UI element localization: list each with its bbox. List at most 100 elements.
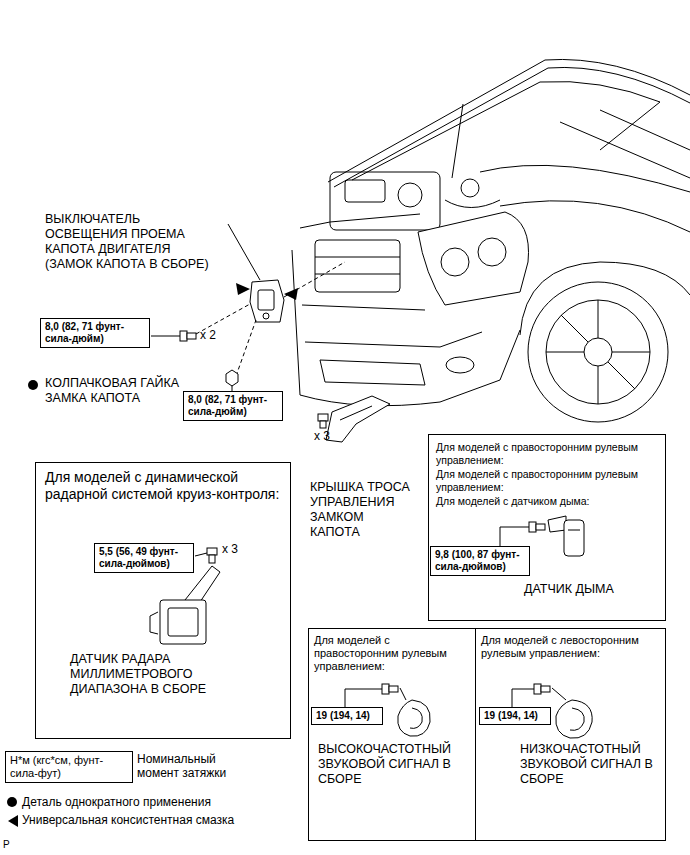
car-illustration	[546, 352, 584, 353]
radar-sensor	[168, 608, 198, 636]
car-illustration	[445, 200, 500, 208]
car-illustration	[612, 352, 650, 353]
single-use-dot	[28, 380, 38, 390]
torque-box: 19 (194, 14)	[479, 707, 551, 725]
car-illustration	[305, 332, 482, 347]
torque-box: 19 (194, 14)	[311, 707, 383, 725]
single-use-dot	[7, 797, 17, 807]
cable-cover	[326, 396, 390, 442]
horn	[398, 700, 430, 736]
dashed-assembly-line	[284, 262, 345, 297]
car-illustration	[398, 183, 422, 207]
car-illustration	[345, 180, 385, 202]
panel-heading: Для моделей с левосторонним рулевым упра…	[481, 634, 661, 660]
horn	[398, 688, 592, 738]
car-illustration	[561, 315, 588, 342]
bolt	[207, 548, 217, 555]
bolt	[382, 684, 389, 694]
bolt	[320, 421, 326, 428]
legend-entry: Деталь однократного применения	[22, 795, 211, 809]
car-illustration	[478, 238, 506, 266]
page-mark: P	[3, 839, 10, 851]
smoke-sensor	[548, 516, 584, 556]
cable-cover	[340, 406, 372, 420]
car-illustration	[328, 59, 690, 182]
legend-entry: Номинальный момент затяжки	[137, 752, 235, 781]
car-illustration	[334, 67, 690, 187]
legend-text: Деталь однократного применения	[22, 795, 211, 809]
part-name: НИЗКОЧАСТОТНЫЙ ЗВУКОВОЙ СИГНАЛ В СБОРЕ	[520, 742, 662, 787]
leader-line	[151, 336, 180, 337]
car-illustration	[330, 172, 440, 230]
car-illustration	[315, 274, 400, 275]
torque-value: 5,5 (56, 49 фунт-сила-дюймов)	[99, 546, 189, 570]
quantity: x 3	[222, 542, 238, 556]
radar-sensor	[150, 612, 158, 634]
car-illustration	[441, 248, 469, 276]
smoke-sensor	[548, 516, 566, 532]
torque-box: 8,0 (82, 71 фунт-сила-дюйм)	[183, 391, 283, 421]
car-illustration	[560, 122, 690, 178]
part-name: КРЫШКА ТРОСА УПРАВЛЕНИЯ ЗАМКОМ КАПОТА	[310, 480, 410, 540]
horn	[410, 708, 422, 728]
leader-line	[228, 224, 260, 280]
bolt	[187, 333, 196, 339]
cable-cover	[326, 396, 390, 442]
horn	[400, 688, 406, 700]
bolt	[536, 524, 545, 530]
radar-sensor	[160, 600, 206, 644]
car-illustration	[446, 357, 474, 373]
part-name: КОЛПАЧКОВАЯ ГАЙКА ЗАМКА КАПОТА	[45, 376, 180, 406]
car-illustration	[500, 201, 690, 232]
hood-lock	[263, 313, 269, 319]
smoke-sensor	[564, 520, 584, 556]
panel-heading: Для моделей с динамической радарной сист…	[45, 469, 287, 503]
horn	[552, 688, 566, 700]
torque-value: Н*м (кгс*см, фунт-сила-фут)	[10, 754, 128, 780]
legend-text: Номинальный момент затяжки	[137, 752, 226, 780]
leader-line	[512, 689, 534, 707]
torque-value: 8,0 (82, 71 фунт-сила-дюйм)	[188, 394, 278, 418]
car-illustration	[608, 362, 635, 389]
part-name: ДАТЧИК ДЫМА	[524, 582, 614, 597]
grease-arrow	[8, 815, 18, 827]
torque-value: 8,0 (82, 71 фунт-сила-дюйм)	[45, 321, 145, 345]
car-illustration	[461, 179, 479, 197]
car-illustration	[292, 250, 520, 406]
panel-heading: Для моделей с правосторонним рулевым упр…	[436, 441, 661, 466]
torque-value: 19 (194, 14)	[484, 710, 546, 722]
car-illustration	[598, 366, 599, 404]
car-illustration	[300, 214, 420, 228]
hood-lock	[250, 280, 284, 322]
cap-nut	[226, 370, 238, 386]
part-name: ВЫКЛЮЧАТЕЛЬ ОСВЕЩЕНИЯ ПРОЕМА КАПОТА ДВИГ…	[45, 212, 215, 272]
legend-entry: Универсальная консистентная смазка	[22, 813, 234, 827]
bolt	[534, 684, 541, 694]
torque-box: 8,0 (82, 71 фунт-сила-дюйм)	[40, 318, 150, 348]
radar-sensor	[150, 566, 220, 644]
horn	[556, 700, 592, 738]
dashed-assembly-line	[196, 262, 345, 376]
car-illustration	[320, 360, 425, 385]
car-illustration	[480, 165, 690, 192]
bolt	[541, 686, 550, 692]
condition-panel: Для моделей с правосторонним рулевым упр…	[428, 434, 666, 621]
car-illustration	[352, 81, 660, 180]
torque-box: Н*м (кгс*см, фунт-сила-фут)	[5, 751, 133, 783]
quantity: x 2	[200, 328, 216, 342]
cap-nut	[226, 370, 238, 386]
bolt	[318, 414, 328, 421]
legend-text: Универсальная консистентная смазка	[22, 813, 234, 827]
condition-panel: Для моделей с динамической радарной сист…	[35, 462, 291, 739]
grease-arrow	[284, 288, 298, 300]
car-illustration	[418, 212, 529, 305]
grease-arrow	[8, 283, 298, 827]
panel-heading: Для моделей с правосторонним рулевым упр…	[436, 468, 661, 493]
bolt	[180, 331, 187, 341]
car-illustration	[302, 305, 425, 310]
part-name: ДАТЧИК РАДАРА МИЛЛИМЕТРОВОГО ДИАПАЗОНА В…	[70, 652, 260, 697]
quantity: x 3	[314, 429, 330, 443]
torque-value: 9,8 (100, 87 фунт-сила-дюймов)	[435, 549, 525, 573]
